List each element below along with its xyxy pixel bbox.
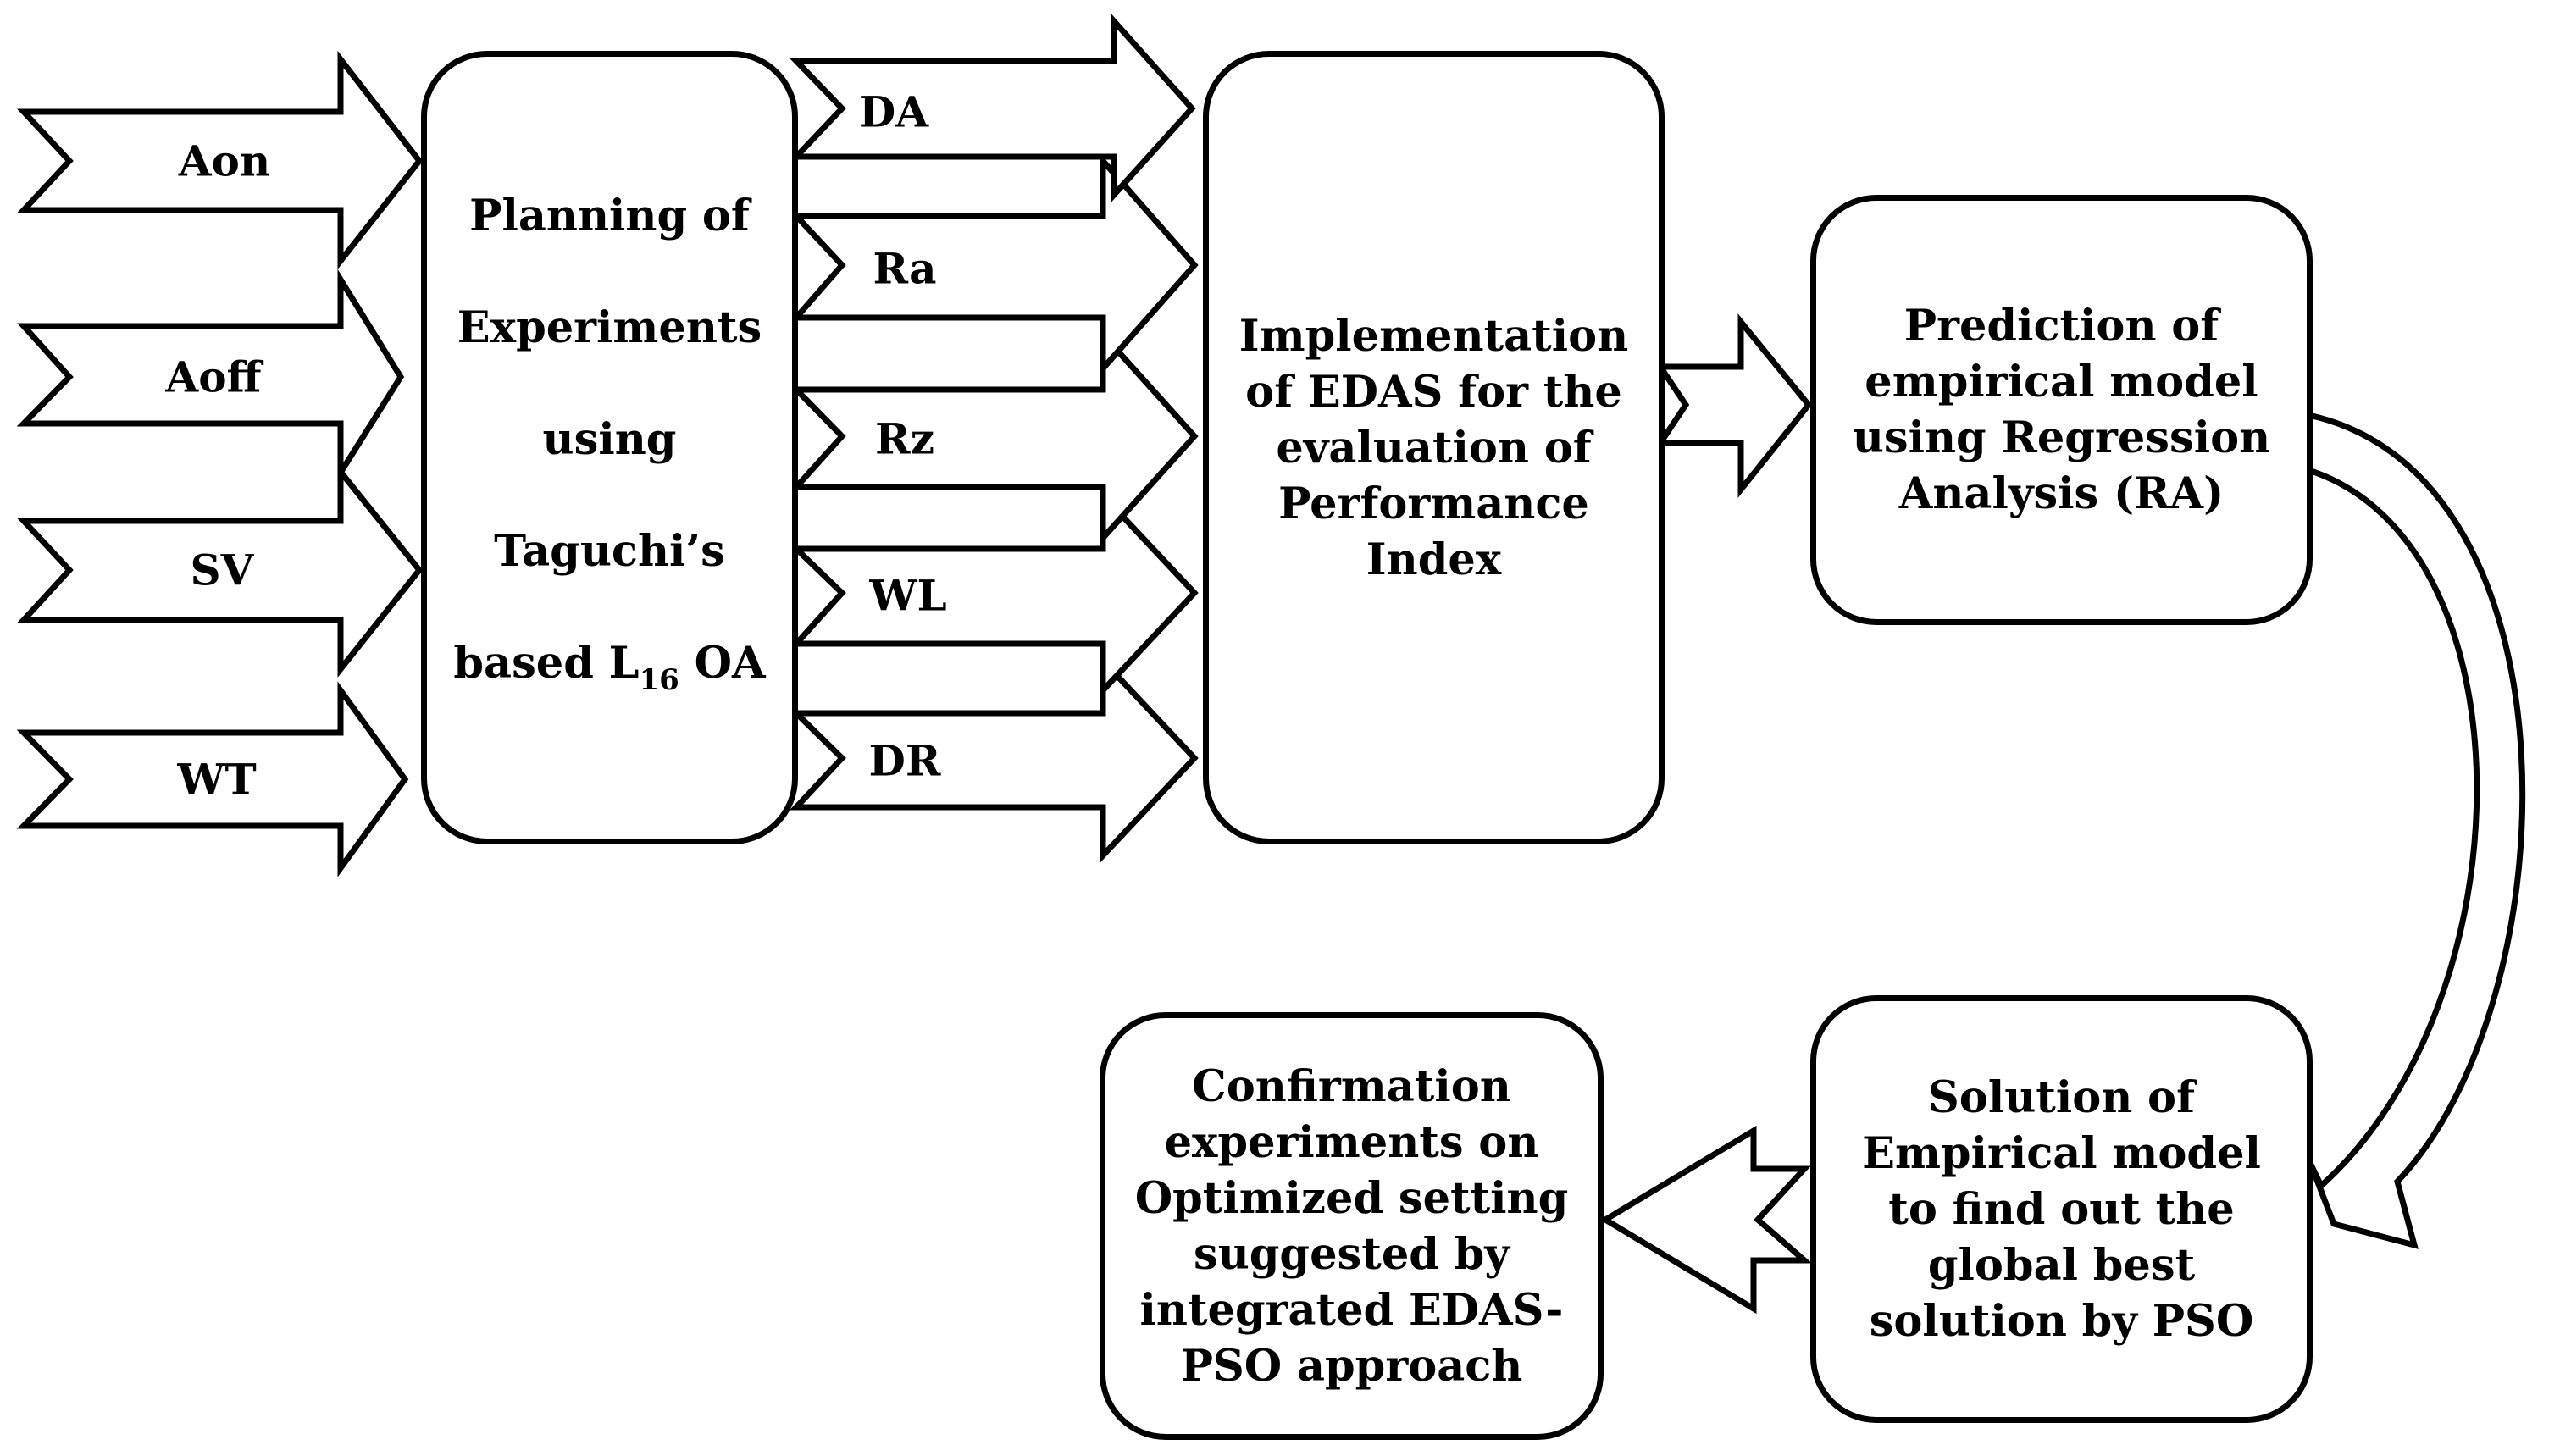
input-label-aon: Aon <box>178 136 271 186</box>
solution-text: Solution of Empirical model to find out … <box>1862 1071 2261 1347</box>
planning-subscript: 16 <box>639 662 679 697</box>
arrow-solution-to-confirmation <box>1599 1125 1813 1315</box>
planning-line-post: OA <box>679 637 766 689</box>
arrow-edas-to-prediction <box>1654 313 1813 498</box>
output-label-ra: Ra <box>873 243 937 294</box>
planning-line: Experiments <box>457 302 762 353</box>
output-arrow-rz <box>789 326 1199 546</box>
output-label-wl: WL <box>869 570 947 621</box>
curved-arrow-prediction-to-solution <box>2305 411 2526 1249</box>
edas-box: Implementation of EDAS for the evaluatio… <box>1203 51 1665 844</box>
prediction-box: Prediction of empirical model using Regr… <box>1810 195 2313 625</box>
output-arrow-da <box>789 13 1196 203</box>
output-label-da: DA <box>858 86 929 137</box>
output-label-dr: DR <box>868 735 941 786</box>
planning-line: using <box>542 413 677 465</box>
planning-line: Taguchi’s <box>494 525 725 577</box>
confirmation-box: Confirmation experiments on Optimized se… <box>1100 1012 1604 1440</box>
planning-line: Planning of <box>469 190 750 241</box>
prediction-text: Prediction of empirical model using Regr… <box>1852 301 2271 519</box>
planning-line-pre: based L <box>453 637 640 689</box>
input-label-aoff: Aoff <box>165 352 262 402</box>
input-arrow-sv <box>16 463 424 678</box>
planning-box: Planning of Experiments using Taguchi’s … <box>421 51 798 844</box>
confirmation-text: Confirmation experiments on Optimized se… <box>1134 1060 1569 1392</box>
output-arrow-ra <box>789 152 1199 377</box>
planning-text: Planning of Experiments using Taguchi’s … <box>453 132 765 764</box>
input-label-wt: WT <box>177 754 257 805</box>
input-arrow-wt <box>16 681 409 877</box>
edas-text: Implementation of EDAS for the evaluatio… <box>1238 310 1629 585</box>
output-label-rz: Rz <box>875 413 934 464</box>
input-arrow-aon <box>16 50 424 270</box>
solution-box: Solution of Empirical model to find out … <box>1810 995 2313 1423</box>
output-arrow-dr <box>789 653 1199 863</box>
output-arrow-wl <box>789 488 1199 698</box>
input-label-sv: SV <box>190 545 254 595</box>
planning-line: based L16 OA <box>453 635 765 708</box>
